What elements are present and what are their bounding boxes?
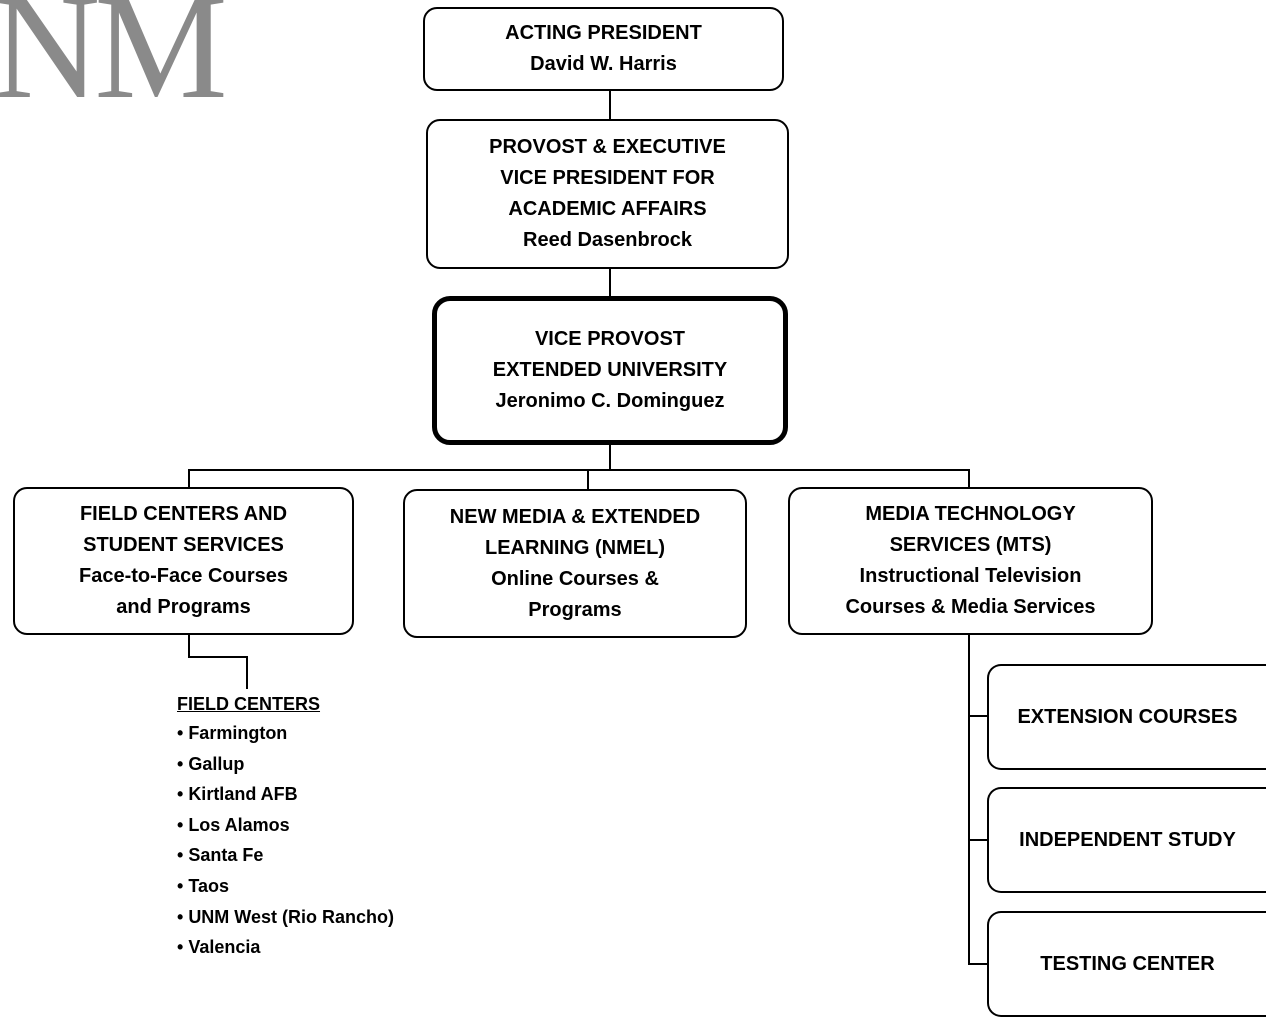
division-line: Face-to-Face Courses: [79, 565, 288, 587]
field-centers-division-box: FIELD CENTERS AND STUDENT SERVICES Face-…: [13, 487, 354, 635]
field-centers-heading: FIELD CENTERS: [177, 694, 321, 714]
nmel-division-box: NEW MEDIA & EXTENDED LEARNING (NMEL) Onl…: [403, 489, 747, 638]
connector-bus-mts: [968, 469, 970, 488]
division-line: SERVICES (MTS): [889, 534, 1052, 556]
vice-provost-title-line: EXTENDED UNIVERSITY: [492, 359, 728, 381]
connector-bus-nmel: [587, 469, 589, 490]
list-item: Valencia: [177, 932, 394, 963]
division-line: Courses & Media Services: [845, 596, 1096, 618]
vice-provost-name: Jeronimo C. Dominguez: [495, 390, 725, 412]
mts-division-box: MEDIA TECHNOLOGY SERVICES (MTS) Instruct…: [788, 487, 1153, 635]
list-item: Kirtland AFB: [177, 779, 394, 810]
list-item: UNM West (Rio Rancho): [177, 902, 394, 933]
independent-study-box: INDEPENDENT STUDY: [987, 787, 1266, 893]
connector-testing-center: [968, 963, 988, 965]
division-line: MEDIA TECHNOLOGY: [865, 503, 1076, 525]
connector-independent-study: [968, 839, 988, 841]
division-line: STUDENT SERVICES: [83, 534, 284, 556]
division-line: FIELD CENTERS AND: [79, 503, 288, 525]
provost-name: Reed Dasenbrock: [523, 229, 692, 251]
connector-field-centers-list-v: [246, 656, 248, 689]
provost-title-line: ACADEMIC AFFAIRS: [508, 198, 707, 220]
division-line: Online Courses &: [491, 567, 659, 590]
vice-provost-title-line: VICE PROVOST: [534, 328, 685, 350]
connector-vice-provost-bus: [609, 444, 611, 470]
connector-bus-field-centers: [188, 469, 190, 488]
vice-provost-box: VICE PROVOST EXTENDED UNIVERSITY Jeronim…: [432, 296, 788, 445]
list-item: Farmington: [177, 718, 394, 749]
provost-title-line: VICE PRESIDENT FOR: [500, 167, 715, 189]
division-line: NEW MEDIA & EXTENDED: [449, 505, 701, 528]
list-item: Los Alamos: [177, 810, 394, 841]
connector-field-centers-list-h: [188, 656, 248, 658]
president-title: ACTING PRESIDENT: [505, 22, 702, 44]
provost-title-line: PROVOST & EXECUTIVE: [489, 136, 726, 158]
acting-president-box: ACTING PRESIDENT David W. Harris: [423, 7, 784, 91]
connector-provost-vice-provost: [609, 268, 611, 298]
list-item: Taos: [177, 871, 394, 902]
division-bus-line: [188, 469, 970, 471]
unm-logo: NM: [0, 0, 228, 130]
connector-mts-units: [968, 634, 970, 965]
president-name: David W. Harris: [530, 53, 677, 75]
division-line: Instructional Television: [859, 565, 1082, 587]
division-line: Programs: [528, 598, 622, 621]
list-item: Gallup: [177, 749, 394, 780]
sub-unit-label: INDEPENDENT STUDY: [1019, 828, 1236, 851]
division-line: and Programs: [116, 596, 251, 618]
connector-president-provost: [609, 90, 611, 120]
field-centers-items: Farmington Gallup Kirtland AFB Los Alamo…: [177, 718, 394, 963]
extension-courses-box: EXTENSION COURSES: [987, 664, 1266, 770]
division-line: LEARNING (NMEL): [485, 536, 665, 559]
testing-center-box: TESTING CENTER: [987, 911, 1266, 1017]
connector-extension-courses: [968, 715, 988, 717]
field-centers-list: FIELD CENTERS Farmington Gallup Kirtland…: [177, 690, 394, 963]
provost-box: PROVOST & EXECUTIVE VICE PRESIDENT FOR A…: [426, 119, 789, 269]
sub-unit-label: EXTENSION COURSES: [1017, 705, 1238, 728]
list-item: Santa Fe: [177, 840, 394, 871]
connector-field-centers-list: [188, 634, 190, 657]
sub-unit-label: TESTING CENTER: [1040, 952, 1215, 975]
